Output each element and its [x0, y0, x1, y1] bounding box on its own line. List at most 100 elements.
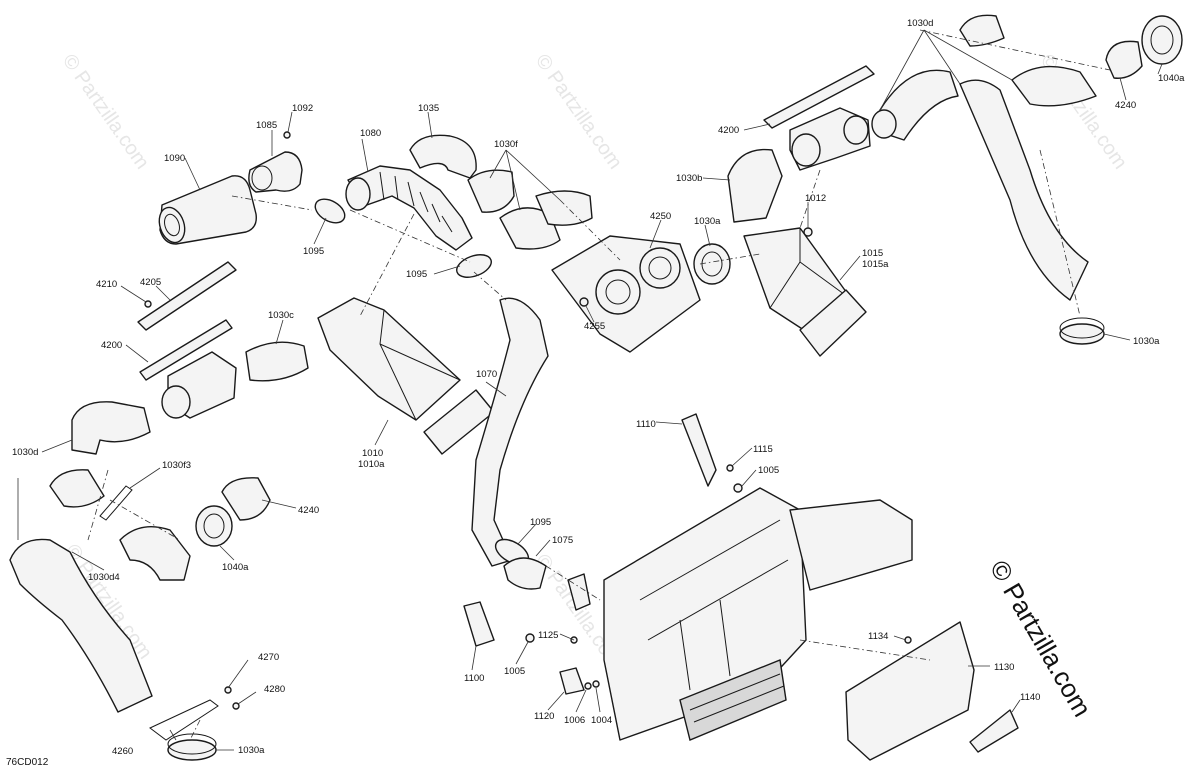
part-label: 1040a — [1158, 73, 1185, 84]
part-label: 4250 — [650, 211, 671, 222]
part-4200-housing-left — [139, 319, 237, 419]
part-label: 1070 — [476, 369, 497, 380]
part-1005-nut — [525, 633, 535, 643]
part-4240-cap-top — [1105, 40, 1143, 79]
part-label: 1012 — [805, 193, 826, 204]
part-label: 1095 — [530, 517, 551, 528]
part-label: 1030f — [494, 139, 518, 150]
part-1030c-hose — [245, 341, 309, 382]
part-4240-cap-left — [221, 477, 271, 521]
part-label: 4205 — [140, 277, 161, 288]
part-label: 1030d4 — [88, 572, 120, 583]
part-label: 1030d — [12, 447, 38, 458]
part-label: 1030a — [1133, 336, 1160, 347]
part-elbow-lower — [119, 526, 191, 581]
part-label: 1030a — [238, 745, 265, 756]
part-1070-long-hose — [471, 297, 549, 567]
part-1075-coupler — [503, 557, 547, 590]
part-1040a-cap-left — [195, 505, 233, 547]
part-1004-grommet — [592, 680, 600, 688]
part-label: 1075 — [552, 535, 573, 546]
part-label: 1095 — [303, 246, 324, 257]
part-label: 1040a — [222, 562, 249, 573]
part-label: 1030a — [694, 216, 721, 227]
part-1092-screw — [283, 131, 291, 139]
part-label: 1140 — [1020, 692, 1040, 703]
part-1030f-hoses — [467, 169, 593, 250]
part-label: 4280 — [264, 684, 285, 695]
part-label: 1092 — [292, 103, 313, 114]
part-label: 1005 — [504, 666, 525, 677]
part-label: 1085 — [256, 120, 277, 131]
part-1030d-hose-top — [871, 14, 1097, 301]
part-1100-bracket — [463, 601, 495, 647]
part-label: 1095 — [406, 269, 427, 280]
part-label: 1004 — [591, 715, 612, 726]
part-1140-clip — [969, 709, 1019, 753]
part-label: 1030f3 — [162, 460, 191, 471]
part-label: 1030d — [907, 18, 933, 29]
part-4210-screw — [144, 300, 152, 308]
part-airbox-main — [603, 487, 913, 741]
part-label: 1110 — [636, 419, 656, 430]
part-label: 1035 — [418, 103, 439, 114]
part-1120-bracket — [559, 667, 585, 695]
drawing-id: 76CD012 — [6, 757, 49, 768]
part-1006-washer — [584, 682, 592, 690]
part-label: 4200 — [101, 340, 122, 351]
part-1130-cover — [845, 621, 975, 761]
part-label: 4240 — [1115, 100, 1136, 111]
part-label: 1010 — [362, 448, 383, 459]
part-1030d-hose-left — [71, 401, 151, 455]
part-1110-bracket — [681, 413, 717, 487]
part-label: 1030b — [676, 173, 702, 184]
part-label: 1100 — [464, 673, 484, 684]
part-1015-duct — [743, 227, 867, 357]
part-4255-screw — [579, 297, 589, 307]
part-4260-strap — [149, 699, 219, 741]
part-label: 1010a — [358, 459, 385, 470]
part-4205-rail — [137, 261, 237, 331]
part-label: 1006 — [564, 715, 585, 726]
part-label: 4200 — [718, 125, 739, 136]
part-label: 4240 — [298, 505, 319, 516]
part-1040a-cap-top — [1141, 15, 1183, 65]
watermark-text: © Partzilla.com — [531, 50, 626, 173]
part-1005-nut — [733, 483, 743, 493]
part-1095-clamp — [314, 198, 346, 224]
watermark-text: © Partzilla.com — [58, 50, 153, 173]
part-label: 1080 — [360, 128, 381, 139]
part-label: 4255 — [584, 321, 605, 332]
part-label: 1015 — [862, 248, 883, 259]
part-4250-console — [551, 235, 701, 353]
part-label: 1115 — [753, 444, 773, 455]
part-4200-housing-top — [763, 65, 875, 171]
part-label: 4270 — [258, 652, 279, 663]
part-1010-duct-left — [317, 297, 495, 455]
part-label: 1125 — [538, 630, 558, 641]
part-4270-washer — [224, 686, 232, 694]
assembly-lines — [87, 29, 1111, 741]
part-label: 4210 — [96, 279, 117, 290]
part-label: 1005 — [758, 465, 779, 476]
part-label: 1130 — [994, 662, 1014, 673]
part-1030f3-hose — [49, 469, 133, 521]
part-label: 1030c — [268, 310, 294, 321]
part-label: 4260 — [112, 746, 133, 757]
part-label: 1090 — [164, 153, 185, 164]
part-label: 1134 — [868, 631, 888, 642]
leader-lines — [17, 29, 1163, 751]
part-1030b-elbow — [727, 148, 783, 223]
part-labels: 1090 1085 1092 1095 1080 1035 1030f 1095… — [12, 18, 1185, 757]
part-1035-elbow — [409, 134, 477, 179]
part-label: 1120 — [534, 711, 554, 722]
part-1090-air-filter — [158, 175, 257, 245]
part-1115-screw — [726, 464, 734, 472]
part-1030d4-long-hose — [9, 538, 153, 713]
part-label: 1015a — [862, 259, 889, 270]
part-1080-intake-hose — [345, 165, 473, 251]
part-1030a-cap-right — [1059, 317, 1105, 345]
part-4280-screw — [232, 702, 240, 710]
